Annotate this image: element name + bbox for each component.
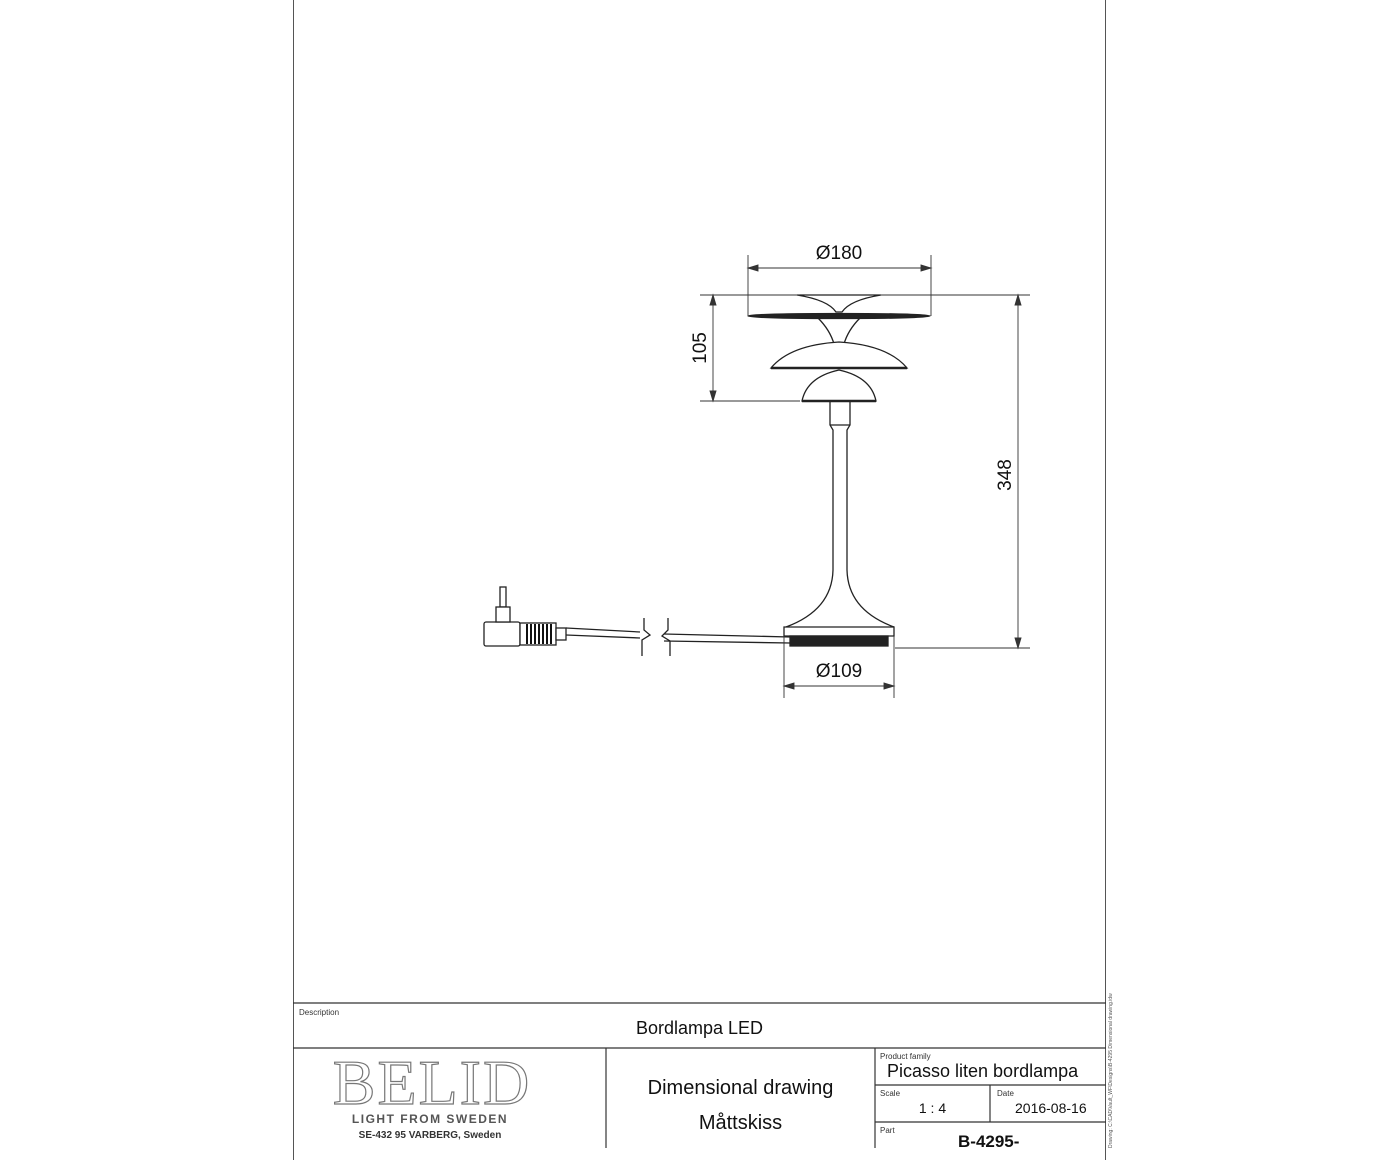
part-label: Part xyxy=(880,1126,895,1135)
date-value: 2016-08-16 xyxy=(1015,1100,1087,1116)
scale-label: Scale xyxy=(880,1089,901,1098)
plug-tail xyxy=(555,627,567,641)
scale-value: 1 : 4 xyxy=(918,1100,947,1116)
date-label: Date xyxy=(997,1089,1014,1098)
lower-shade xyxy=(801,369,877,402)
plug-prong-base xyxy=(495,606,511,623)
top-to-mid xyxy=(817,317,861,345)
description-value: Bordlampa LED xyxy=(635,1018,764,1038)
description-label: Description xyxy=(299,1008,340,1017)
plug-body xyxy=(483,621,521,647)
logo-wordmark: BELID xyxy=(333,1052,531,1112)
plug-ribs xyxy=(526,624,552,644)
dim-top-diameter: Ø180 xyxy=(816,243,862,264)
drawing-type-en: Dimensional drawing xyxy=(647,1077,834,1099)
dim-total-height: 348 xyxy=(995,459,1016,491)
product-family-value: Picasso liten bordlampa xyxy=(887,1061,1079,1081)
middle-shade xyxy=(769,341,909,369)
top-disc xyxy=(747,312,931,320)
cable-left-upper xyxy=(565,627,641,633)
cable-break-right xyxy=(660,618,671,656)
belid-logo: BELID xyxy=(332,1052,531,1112)
dim-shade-height: 105 xyxy=(690,332,711,364)
company-address: SE-432 95 VARBERG, Sweden xyxy=(358,1130,502,1141)
product-family-label: Product family xyxy=(880,1052,931,1061)
title-block-frame xyxy=(293,1002,1106,1148)
lamp-outline xyxy=(483,294,931,656)
logo-tagline: LIGHT FROM SWEDEN xyxy=(351,1112,509,1126)
dimension-lines xyxy=(700,255,1030,698)
base-foot xyxy=(789,635,889,647)
plug-prong xyxy=(499,586,507,608)
cable-lower xyxy=(663,640,791,644)
stem xyxy=(785,401,895,628)
cable-left-lower xyxy=(565,634,641,639)
drawing-sheet xyxy=(293,0,1106,1160)
base xyxy=(783,626,895,637)
cable-break-left xyxy=(641,618,652,656)
dim-base-diameter: Ø109 xyxy=(816,661,862,682)
top-neck xyxy=(796,294,882,313)
part-value: B-4295- xyxy=(958,1132,1020,1151)
drawing-type-sv: Måttskiss xyxy=(698,1112,783,1134)
cable-upper xyxy=(663,633,791,638)
file-path-note: Drawing: C:\CAD\Vault_WF\Designs\B-4295 … xyxy=(1108,993,1114,1148)
